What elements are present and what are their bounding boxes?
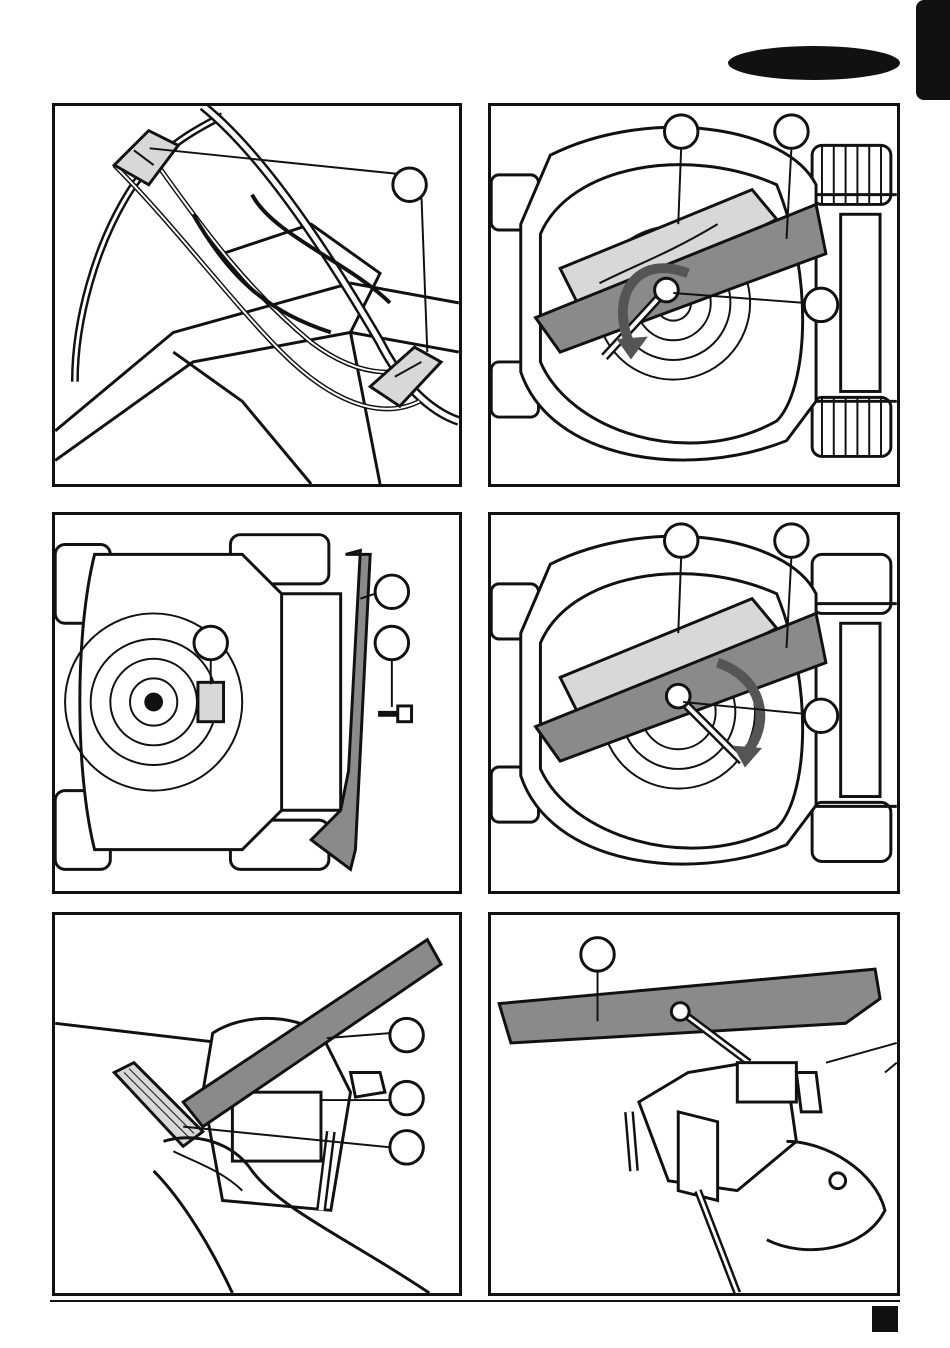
- figure-blade-sharpen-file: [52, 912, 462, 1296]
- figure-blade-removed-parts: [52, 512, 462, 894]
- figure-blade-tighten: [488, 512, 900, 894]
- figure-handle-cable-clips: [52, 103, 462, 487]
- figure-blade-loosen: [488, 103, 900, 487]
- language-label-oval: [728, 46, 900, 80]
- section-side-tab: [916, 0, 950, 100]
- footer-rule: [50, 1300, 900, 1302]
- figure-blade-balance-vice: [488, 912, 900, 1296]
- page-number-box: [872, 1306, 898, 1332]
